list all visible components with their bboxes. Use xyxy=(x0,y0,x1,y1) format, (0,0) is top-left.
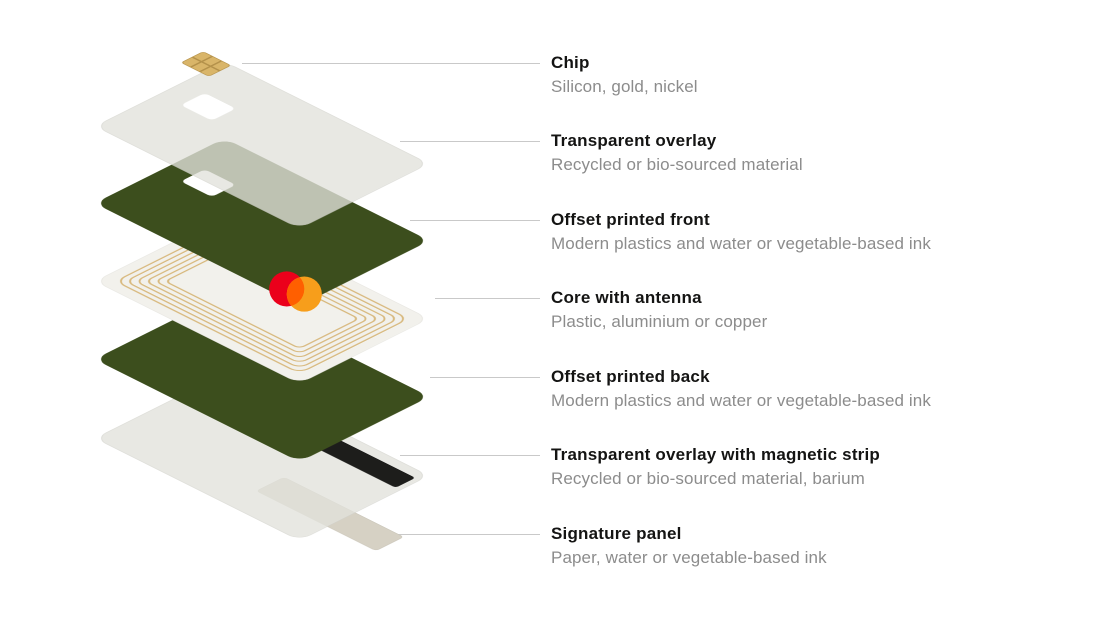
label-magnetic-strip-overlay: Transparent overlay with magnetic strip … xyxy=(400,445,1031,489)
label-offset-printed-back: Offset printed back Modern plastics and … xyxy=(430,367,1031,411)
leader-line xyxy=(400,455,540,456)
layer-title: Offset printed front xyxy=(551,210,710,229)
leader-line xyxy=(242,63,540,64)
layer-materials: Modern plastics and water or vegetable-b… xyxy=(551,391,931,410)
label-signature-panel: Signature panel Paper, water or vegetabl… xyxy=(398,524,1031,568)
layer-materials: Modern plastics and water or vegetable-b… xyxy=(551,234,931,253)
layer-title: Transparent overlay xyxy=(551,131,717,150)
labels-column: Chip Silicon, gold, nickel Transparent o… xyxy=(242,0,1051,617)
layer-materials: Silicon, gold, nickel xyxy=(551,77,698,96)
layer-materials: Recycled or bio-sourced material, barium xyxy=(551,469,865,488)
layer-title: Signature panel xyxy=(551,524,682,543)
layer-materials: Recycled or bio-sourced material xyxy=(551,155,803,174)
leader-line xyxy=(430,377,540,378)
leader-line xyxy=(410,220,540,221)
leader-line xyxy=(400,141,540,142)
label-core-with-antenna: Core with antenna Plastic, aluminium or … xyxy=(435,288,1031,332)
chip-cutout xyxy=(180,93,236,121)
label-offset-printed-front: Offset printed front Modern plastics and… xyxy=(410,210,1031,254)
layer-title: Chip xyxy=(551,53,590,72)
label-transparent-overlay: Transparent overlay Recycled or bio-sour… xyxy=(400,131,1031,175)
layer-title: Transparent overlay with magnetic strip xyxy=(551,445,881,464)
layer-materials: Paper, water or vegetable-based ink xyxy=(551,548,827,567)
leader-line xyxy=(398,534,540,535)
layer-title: Core with antenna xyxy=(551,288,702,307)
mastercard-logo-icon xyxy=(269,271,322,312)
layer-title: Offset printed back xyxy=(551,367,710,386)
layer-materials: Plastic, aluminium or copper xyxy=(551,312,768,331)
label-chip: Chip Silicon, gold, nickel xyxy=(242,53,1031,97)
leader-line xyxy=(435,298,540,299)
